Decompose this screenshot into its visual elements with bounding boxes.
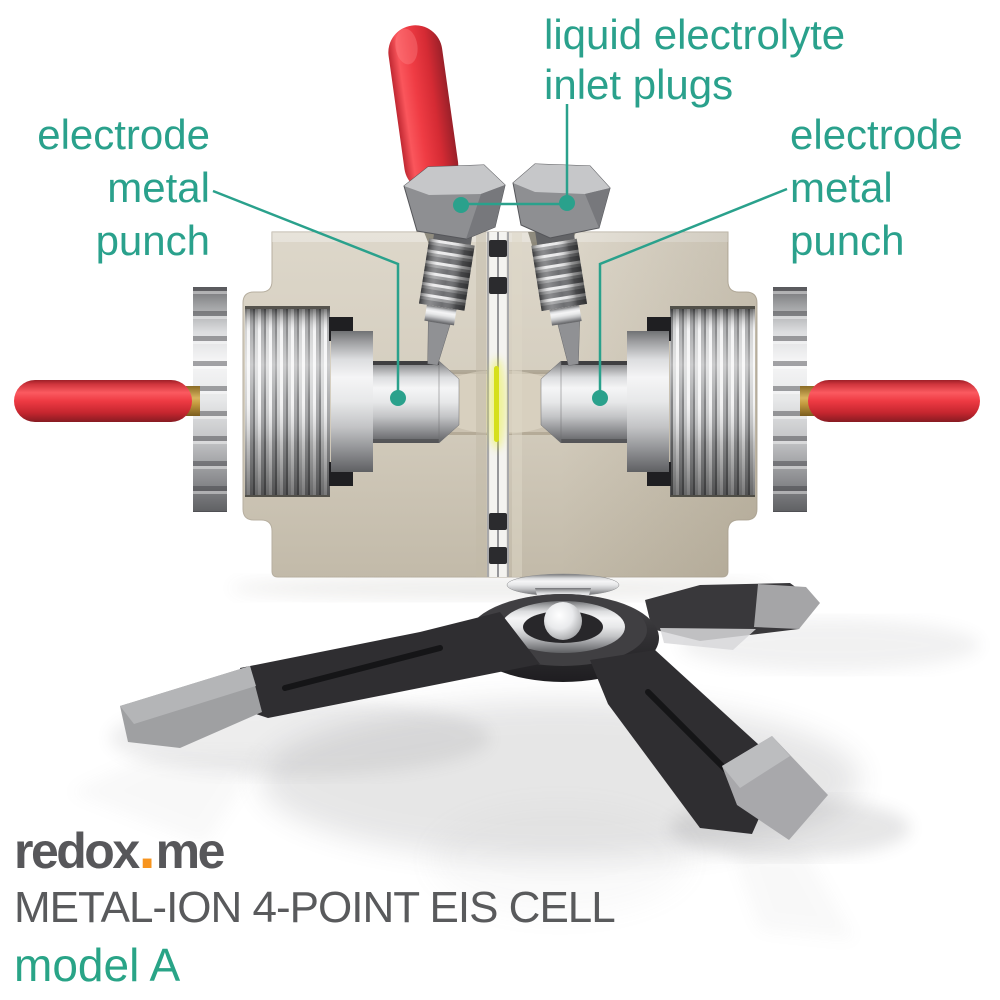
stand-foot-back: [754, 584, 820, 629]
oring-seal: [489, 513, 507, 530]
right-metal-punch: [540, 306, 755, 497]
logo-text-me: me: [155, 823, 226, 879]
right-electrode-rod: [773, 287, 980, 512]
branding-block: redox.me METAL-ION 4-POINT EIS CELL mode…: [14, 822, 616, 994]
label-right-electrode-punch: electrode metal punch: [790, 108, 963, 267]
label-inlet-line1: liquid electrolyte: [544, 11, 846, 58]
oring-seal: [489, 547, 507, 564]
tripod-stand: [120, 573, 828, 840]
left-inlet-plug: [403, 164, 506, 366]
label-right-line2: metal: [790, 164, 893, 211]
label-inlet-plugs: liquid electrolyte inlet plugs: [544, 10, 845, 110]
label-right-line1: electrode: [790, 111, 963, 158]
stand-leg-front: [590, 650, 828, 840]
stand-leg-back: [645, 583, 820, 650]
label-right-line3: punch: [790, 217, 905, 264]
oring-seal: [489, 240, 507, 257]
ball-joint: [544, 602, 582, 640]
left-electrode-rod: [14, 287, 227, 512]
logo-orange-dot: .: [137, 822, 157, 880]
leader-right-punch: [592, 187, 788, 406]
leader-inlet-plugs: [453, 104, 575, 213]
left-metal-punch: [245, 306, 460, 497]
label-left-electrode-punch: electrode metal punch: [0, 108, 210, 267]
sample-membrane: [494, 366, 499, 442]
right-inlet-plug: [512, 163, 611, 366]
label-inlet-line2: inlet plugs: [544, 61, 734, 108]
product-model: model A: [14, 939, 181, 991]
redoxme-logo: redox.me: [14, 822, 615, 880]
sample-stack: [487, 232, 509, 577]
label-left-line1: electrode: [37, 111, 210, 158]
stand-leg-left: [120, 612, 540, 748]
leader-left-punch: [212, 189, 406, 406]
label-left-line3: punch: [95, 217, 210, 264]
oring-seal: [489, 277, 507, 294]
logo-text-redox: redox: [14, 823, 140, 879]
top-electrode-rod: [388, 25, 459, 193]
callout-leaders: [212, 104, 788, 406]
label-left-line2: metal: [107, 164, 210, 211]
product-title: METAL-ION 4-POINT EIS CELL: [14, 883, 616, 932]
